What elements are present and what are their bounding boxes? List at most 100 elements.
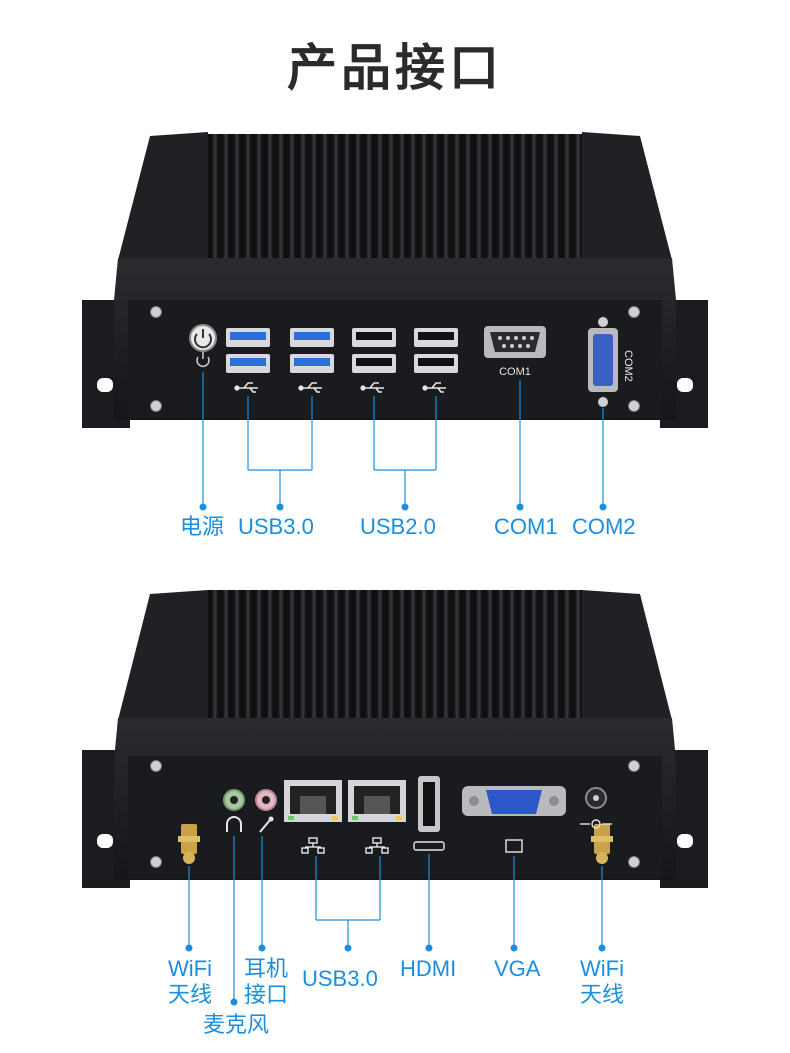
heatsink-fin xyxy=(432,590,438,720)
page-title: 产品接口 xyxy=(287,39,503,97)
front-panel-diagram: COM1 COM2 xyxy=(82,132,708,511)
mic-jack-icon xyxy=(223,789,245,832)
label-wifi-left: WiFi 天线 xyxy=(167,956,212,1007)
heatsink-fin xyxy=(498,134,504,262)
wifi-antenna-right-icon xyxy=(591,824,613,864)
power-button-icon xyxy=(189,324,217,367)
earphone-jack-icon xyxy=(255,789,277,833)
label-hdmi: HDMI xyxy=(400,956,457,981)
heatsink-fin xyxy=(212,134,218,262)
heatsink-fin xyxy=(476,134,482,262)
heatsink-fin xyxy=(377,134,383,262)
back-leader-lines xyxy=(185,836,606,1006)
heatsink-fin xyxy=(289,590,295,720)
heatsink-fin xyxy=(300,590,306,720)
left-shoulder xyxy=(118,132,208,262)
heatsink-fin xyxy=(421,590,427,720)
heatsink-fin xyxy=(465,590,471,720)
heatsink-fin xyxy=(267,590,273,720)
heatsink-fin xyxy=(575,590,581,720)
heatsink-fin xyxy=(278,590,284,720)
label-vga: VGA xyxy=(494,956,541,981)
right-shoulder-back xyxy=(582,590,672,722)
heatsink-fin xyxy=(212,590,218,720)
heatsink-fin xyxy=(388,134,394,262)
heatsink-fin xyxy=(531,590,537,720)
heatsink-fin xyxy=(245,134,251,262)
heatsink-fin xyxy=(234,134,240,262)
usb3-ports xyxy=(226,328,334,373)
label-com1: COM1 xyxy=(494,514,558,539)
heatsink-fin xyxy=(454,134,460,262)
heatsink-fin xyxy=(542,134,548,262)
front-leader-lines xyxy=(199,372,607,511)
heatsink-fin xyxy=(454,590,460,720)
usb2-ports xyxy=(352,328,458,373)
heatsink-fin xyxy=(531,134,537,262)
heatsink-fin xyxy=(344,134,350,262)
com1-port-text: COM1 xyxy=(499,366,531,378)
heatsink-fin xyxy=(421,134,427,262)
heatsink-fin xyxy=(443,134,449,262)
heatsink-fin xyxy=(542,590,548,720)
heatsink-fin xyxy=(322,590,328,720)
heatsink-fin xyxy=(487,590,493,720)
heatsink-fin xyxy=(564,590,570,720)
heatsink-fin xyxy=(443,590,449,720)
left-shoulder-back xyxy=(118,590,208,722)
com2-port: COM2 xyxy=(588,317,634,407)
right-shoulder xyxy=(582,132,672,262)
heatsink-fin xyxy=(267,134,273,262)
heatsink-fin xyxy=(476,590,482,720)
label-com2: COM2 xyxy=(572,514,636,539)
heatsink-fin xyxy=(333,134,339,262)
vga-port xyxy=(462,786,566,853)
heatsink-fin xyxy=(355,134,361,262)
heatsink-fin xyxy=(289,134,295,262)
heatsink-fin xyxy=(245,590,251,720)
usb-symbol-icons xyxy=(234,382,446,393)
heatsink-fin xyxy=(520,590,526,720)
heatsink-fin xyxy=(553,134,559,262)
com1-port: COM1 xyxy=(484,326,546,378)
heatsink-fin xyxy=(223,134,229,262)
hdmi-port xyxy=(413,776,445,851)
label-earphone: 耳机 接口 xyxy=(243,956,288,1007)
heatsink-fin xyxy=(234,590,240,720)
heatsink-fin xyxy=(366,590,372,720)
heatsink-fin xyxy=(410,590,416,720)
heatsink-fin xyxy=(355,590,361,720)
heatsink-fin xyxy=(465,134,471,262)
heatsink-fin xyxy=(311,590,317,720)
heatsink-fin xyxy=(366,134,372,262)
heatsink-fin xyxy=(300,134,306,262)
heatsink-fin xyxy=(410,134,416,262)
heatsink-fin xyxy=(509,590,515,720)
heatsink-fin xyxy=(575,134,581,262)
heatsink-fin xyxy=(333,590,339,720)
heatsink-fin xyxy=(498,590,504,720)
heatsink-fin xyxy=(322,134,328,262)
heatsink-fin xyxy=(377,590,383,720)
heatsink-fin xyxy=(520,134,526,262)
heatsink-fin xyxy=(399,590,405,720)
label-usb3-front: USB3.0 xyxy=(238,514,314,539)
heatsink-fin xyxy=(256,590,262,720)
label-usb2-front: USB2.0 xyxy=(360,514,436,539)
heatsink-fin xyxy=(344,590,350,720)
label-wifi-right: WiFi 天线 xyxy=(579,956,624,1007)
lan-ports xyxy=(284,780,406,822)
heatsink-fin xyxy=(256,134,262,262)
wifi-antenna-left-icon xyxy=(178,824,200,864)
label-power: 电源 xyxy=(180,514,225,539)
label-mic: 麦克风 xyxy=(202,1012,269,1037)
heatsink-fin xyxy=(432,134,438,262)
back-panel-diagram xyxy=(82,590,708,1006)
heatsink-fin xyxy=(564,134,570,262)
com2-port-text: COM2 xyxy=(622,350,634,382)
heatsink-fin xyxy=(311,134,317,262)
heatsink-fins xyxy=(208,134,582,294)
heatsink-fin xyxy=(388,590,394,720)
heatsink-fin xyxy=(509,134,515,262)
heatsink-fin xyxy=(278,134,284,262)
